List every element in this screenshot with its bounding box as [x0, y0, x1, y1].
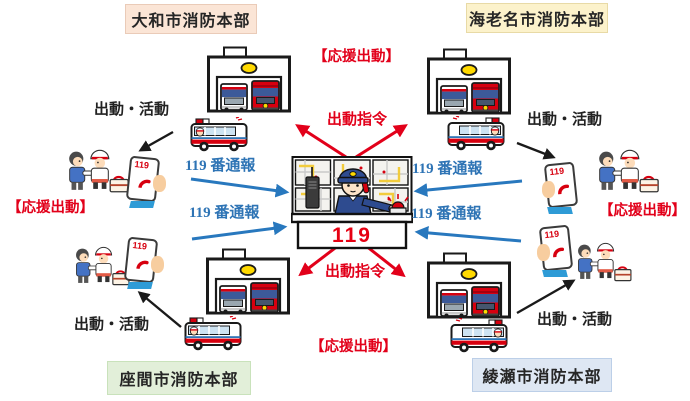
support-dispatch-label-bottom: 【応援出動】 [310, 339, 397, 355]
ambulance-icon [447, 116, 505, 152]
activity-label-upper-right: 出動・活動 [527, 112, 603, 128]
phone-receiver-icon [138, 179, 151, 189]
ambulance-icon [450, 318, 508, 354]
phone-119-icon: 119 [542, 161, 581, 214]
dept-label-ebina: 海老名市消防本部 [466, 3, 608, 33]
activity-label-lower-left: 出動・活動 [74, 317, 150, 333]
support-dispatch-label-left: 【応援出動】 [7, 200, 94, 216]
phone-screen-number: 119 [131, 240, 148, 252]
dept-label-ayase: 綾瀬市消防本部 [472, 358, 612, 392]
dispatch-order-arrow-top-left [295, 124, 347, 159]
activity-arrow-upper-left [138, 130, 174, 152]
ambulance-icon [190, 117, 248, 153]
phone-receiver-icon [558, 184, 570, 195]
call-arrow-upper-left [190, 177, 290, 198]
activity-label-lower-right: 出動・活動 [537, 312, 613, 328]
phone-receiver-icon [553, 247, 565, 258]
call-119-arrows [190, 177, 523, 243]
phone-screen-number: 119 [544, 228, 560, 241]
hand-icon [151, 256, 164, 273]
activity-arrow-lower-left [137, 291, 182, 328]
activity-arrows [137, 130, 576, 328]
call-arrow-lower-right [414, 226, 522, 243]
fire-station-icon [427, 48, 511, 115]
dispatch-desk-number: 119 [332, 224, 372, 247]
call-119-label-lower-right: 119 番通報 [411, 206, 482, 222]
phone-screen-number: 119 [133, 159, 150, 171]
support-dispatch-label-top: 【応援出動】 [313, 49, 400, 65]
phone-119-icon: 119 [125, 155, 166, 208]
dispatch-order-arrow-top-right [355, 124, 408, 159]
phone-119-icon: 119 [537, 224, 576, 277]
hand-icon [153, 175, 166, 192]
phone-screen-number: 119 [549, 165, 565, 178]
phone-119-icon: 119 [123, 236, 164, 289]
call-arrow-lower-left [191, 221, 288, 241]
fire-station-icon [206, 248, 290, 315]
activity-label-upper-left: 出動・活動 [94, 102, 170, 118]
dispatch-order-label-top: 出動指令 [327, 112, 388, 128]
hand-icon [542, 181, 555, 198]
call-119-label-lower-left: 119 番通報 [189, 205, 260, 221]
support-dispatch-label-right: 【応援出動】 [599, 203, 686, 219]
activity-arrow-upper-right [516, 141, 556, 160]
call-119-label-upper-left: 119 番通報 [185, 158, 256, 174]
citizens-icon [572, 240, 634, 284]
sleeve-icon [542, 270, 568, 277]
activity-arrow-lower-right [516, 279, 576, 315]
citizens-icon [70, 244, 132, 288]
dept-label-zama: 座間市消防本部 [107, 361, 251, 395]
citizens-icon [594, 146, 660, 196]
dispatch-order-label-bottom: 出動指令 [325, 264, 386, 280]
phone-receiver-icon [136, 260, 149, 270]
hand-icon [537, 244, 550, 261]
call-arrow-upper-right [413, 179, 523, 197]
citizens-icon [64, 146, 130, 196]
dispatch-center-icon: 119 [291, 144, 413, 250]
ambulance-icon [184, 316, 242, 352]
fire-station-icon [207, 46, 291, 113]
dept-label-yamato: 大和市消防本部 [125, 4, 257, 34]
sleeve-icon [127, 282, 153, 289]
fire-station-icon [427, 252, 511, 319]
call-119-label-upper-right: 119 番通報 [412, 161, 483, 177]
sleeve-icon [129, 201, 155, 208]
sleeve-icon [547, 207, 573, 214]
